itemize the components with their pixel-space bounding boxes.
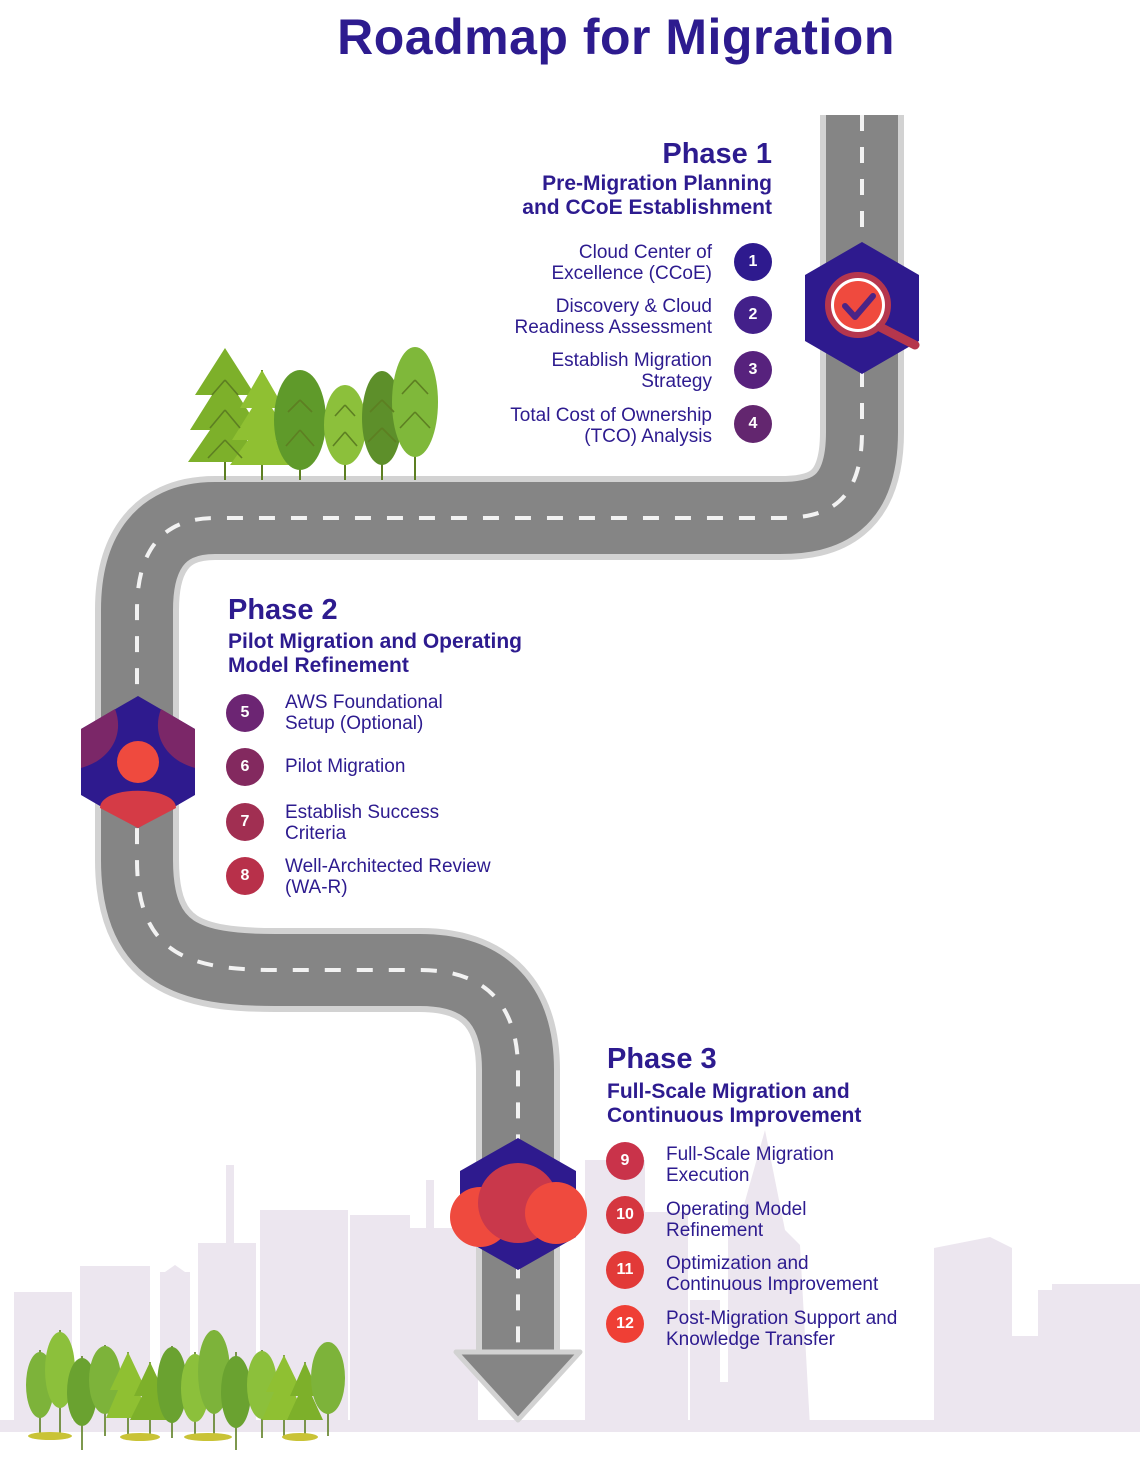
step-7-badge: 7 <box>226 803 264 841</box>
step-9-badge: 9 <box>606 1142 644 1180</box>
step-3-badge: 3 <box>734 351 772 389</box>
road <box>95 115 904 1423</box>
step-8-badge: 8 <box>226 857 264 895</box>
phase-2-subtitle: Pilot Migration and Operating Model Refi… <box>228 630 522 677</box>
phase-3-subtitle: Full-Scale Migration and Continuous Impr… <box>607 1080 862 1127</box>
step-6-badge: 6 <box>226 748 264 786</box>
forest-top <box>188 347 438 480</box>
step-11-badge: 11 <box>606 1251 644 1289</box>
step-4-label: Total Cost of Ownership (TCO) Analysis <box>510 405 712 447</box>
step-5-badge: 5 <box>226 694 264 732</box>
step-3-label: Establish Migration Strategy <box>551 350 712 392</box>
step-12-label: Post-Migration Support and Knowledge Tra… <box>666 1308 898 1350</box>
magnifier-check-icon <box>805 242 920 374</box>
step-10-badge: 10 <box>606 1196 644 1234</box>
step-2-label: Discovery & Cloud Readiness Assessment <box>514 296 713 338</box>
step-1-badge: 1 <box>734 243 772 281</box>
phase-2-title: Phase 2 <box>228 594 338 626</box>
step-6-label: Pilot Migration <box>285 756 406 777</box>
phase-3-title: Phase 3 <box>607 1043 717 1075</box>
step-12-badge: 12 <box>606 1305 644 1343</box>
person-icon <box>81 696 195 828</box>
step-10-label: Operating Model Refinement <box>666 1199 807 1241</box>
step-11-label: Optimization and Continuous Improvement <box>666 1253 879 1295</box>
step-9-label: Full-Scale Migration Execution <box>666 1144 834 1186</box>
step-7-label: Establish Success Criteria <box>285 802 440 844</box>
step-4-badge: 4 <box>734 405 772 443</box>
phase-1-subtitle: Pre-Migration Planning and CCoE Establis… <box>522 172 772 219</box>
page-title: Roadmap for Migration <box>337 9 895 65</box>
step-8-label: Well-Architected Review (WA-R) <box>285 856 491 898</box>
cloud-icon <box>450 1138 587 1270</box>
step-1-label: Cloud Center of Excellence (CCoE) <box>551 242 713 284</box>
forest-bottom <box>26 1330 345 1450</box>
step-2-badge: 2 <box>734 296 772 334</box>
phase-1-title: Phase 1 <box>662 138 772 170</box>
step-5-label: AWS Foundational Setup (Optional) <box>285 692 443 734</box>
